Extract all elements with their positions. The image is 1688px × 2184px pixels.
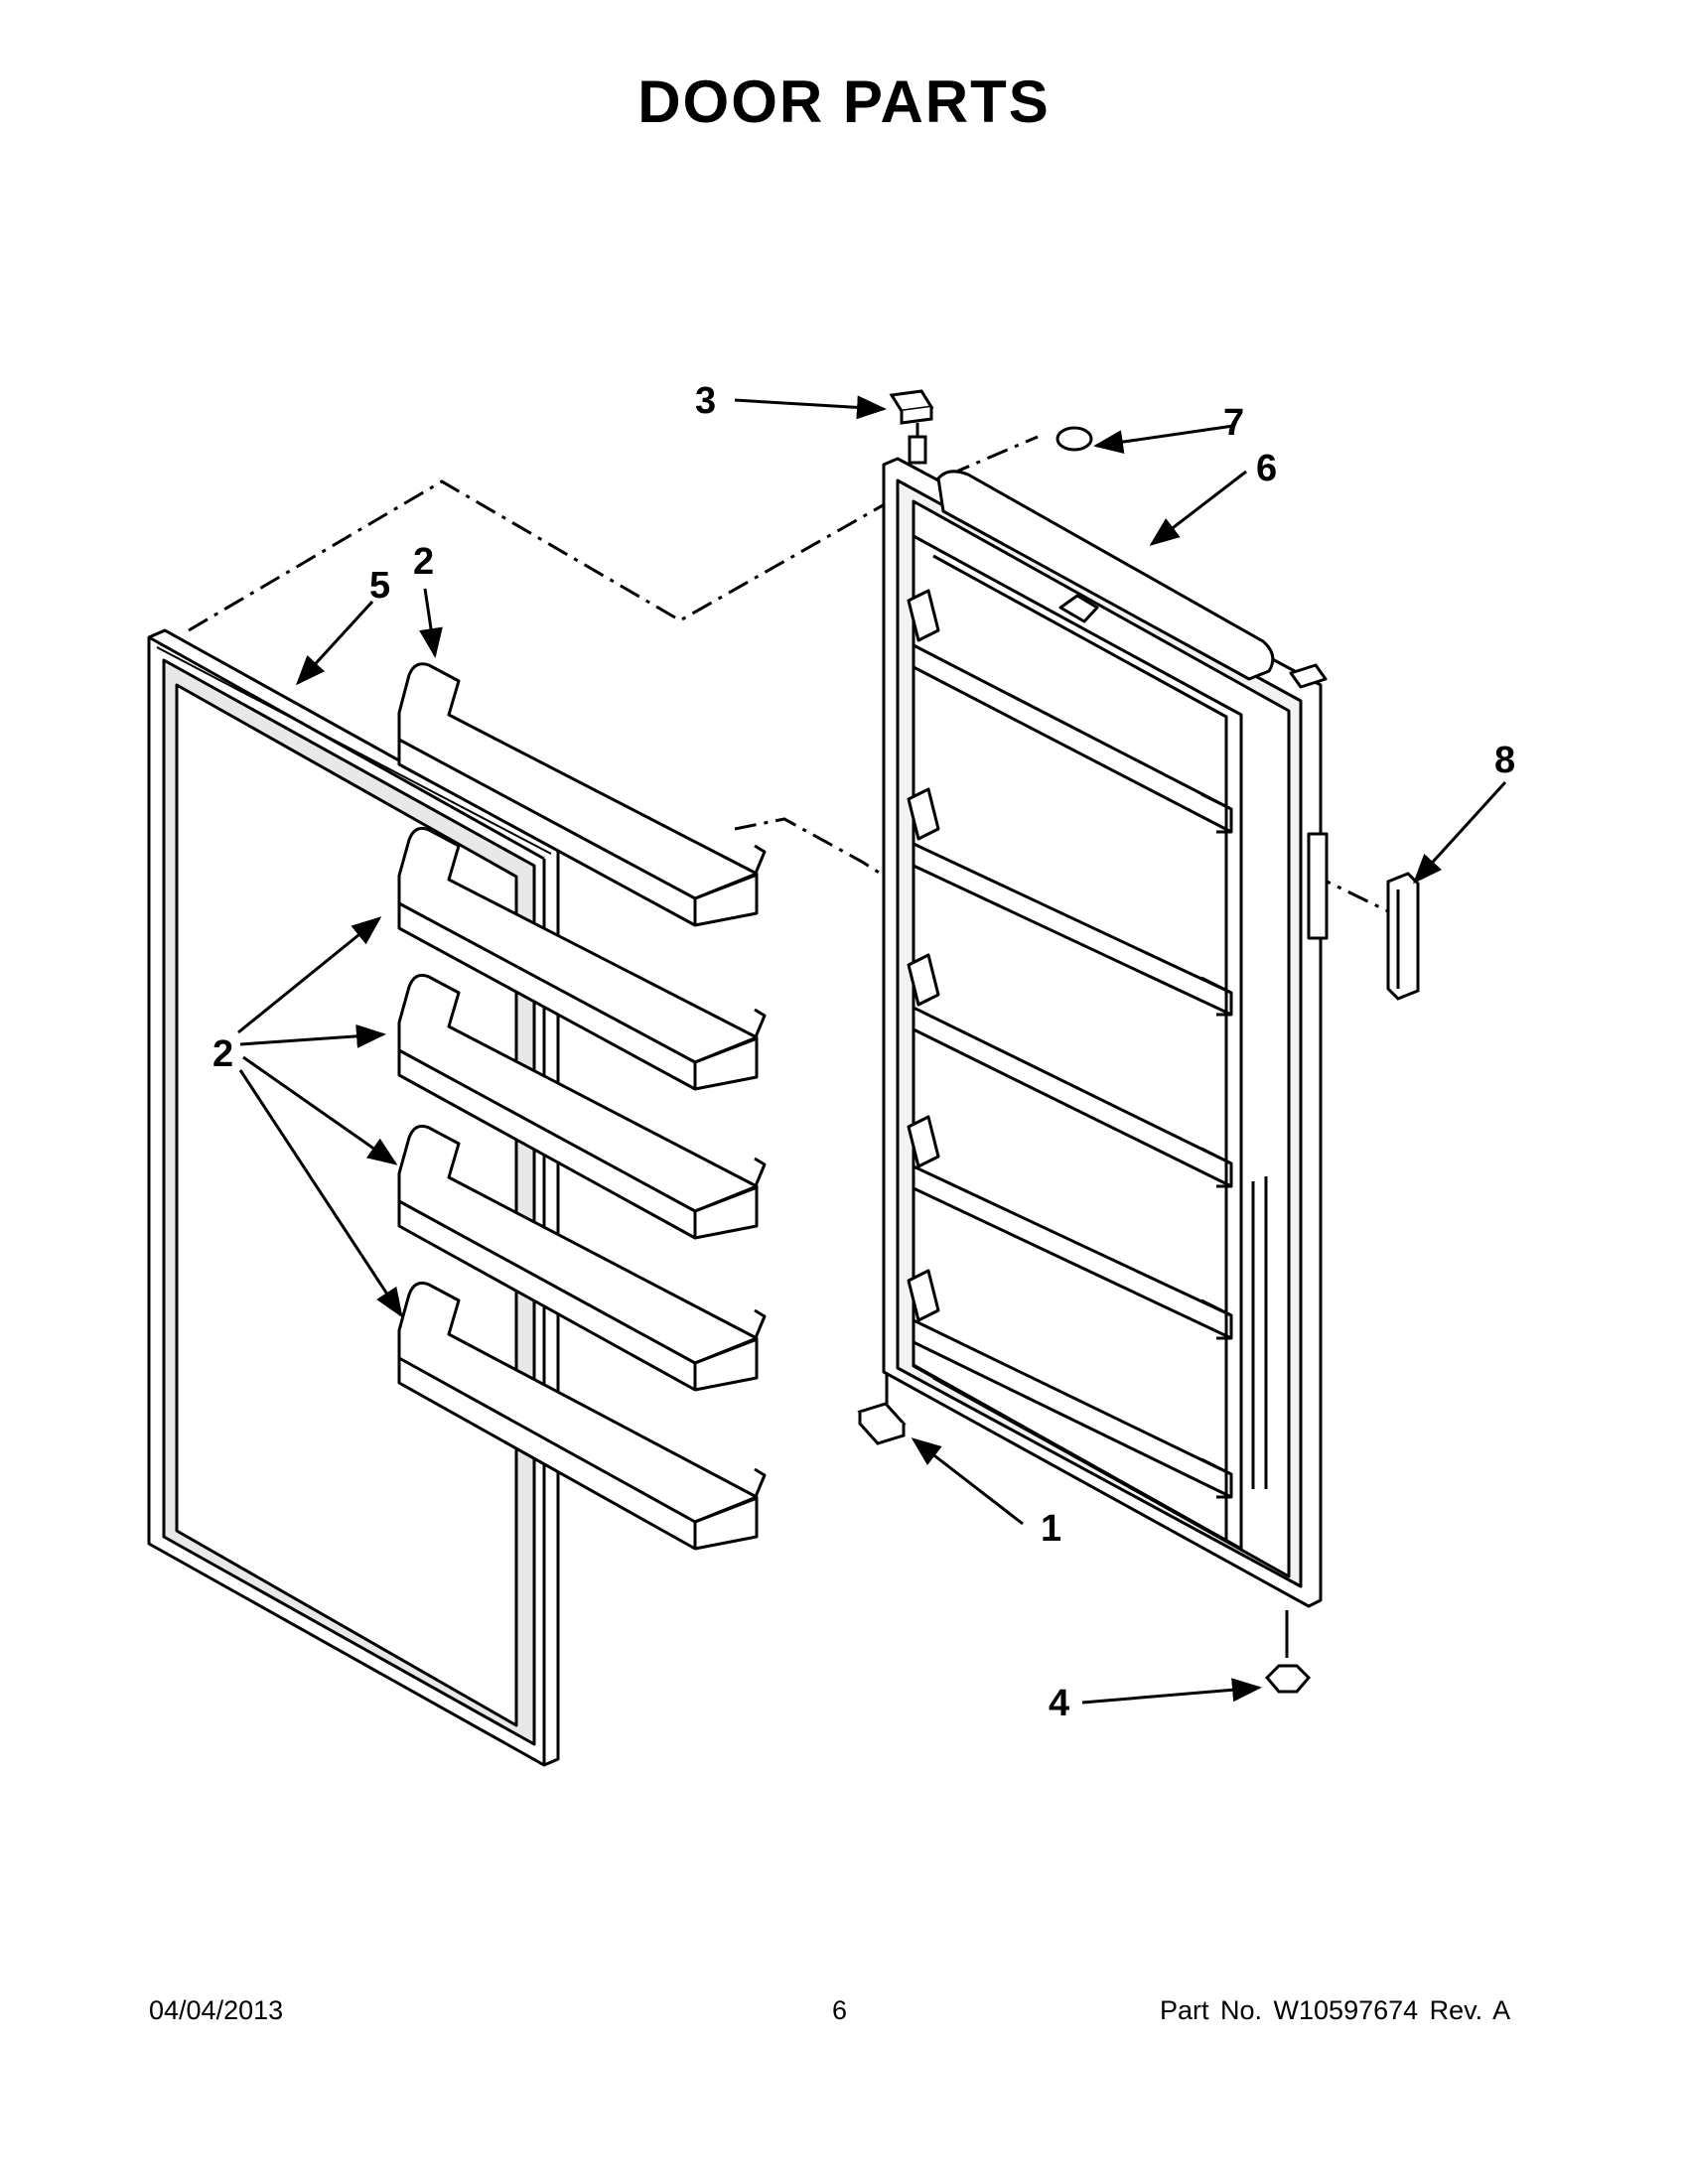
door-bin [397, 826, 767, 1091]
callout-5: 5 [369, 565, 390, 607]
callout-arrows [237, 395, 1507, 1705]
bin-assembly-line [734, 807, 1222, 940]
door-bin [397, 662, 767, 927]
door-assembly [882, 457, 1329, 1608]
callout-2-top: 2 [413, 541, 434, 583]
top-hinge [889, 389, 934, 465]
door-bin [397, 1124, 767, 1392]
callout-8: 8 [1494, 740, 1515, 781]
callout-6: 6 [1256, 448, 1277, 489]
footer-date: 04/04/2013 [149, 1995, 284, 2025]
callout-1: 1 [1041, 1508, 1061, 1550]
door-bin [397, 1281, 767, 1551]
leveling-leg [1264, 1610, 1312, 1694]
door-bin [397, 973, 767, 1240]
door-bins [397, 662, 767, 1551]
callout-7: 7 [1223, 402, 1244, 444]
bottom-hinge [857, 1374, 907, 1445]
callout-4: 4 [1049, 1683, 1069, 1724]
callout-labels: 3 7 6 2 5 8 2 1 4 [212, 380, 1515, 1724]
footer-part-number: Part No. W10597674 Rev. A [1160, 1995, 1511, 2025]
door-handle [1386, 872, 1420, 1001]
callout-3: 3 [695, 380, 716, 422]
callout-2-group: 2 [212, 1033, 233, 1075]
page-title: DOOR PARTS [637, 68, 1051, 135]
plug-button [1055, 426, 1093, 452]
footer-page-number: 6 [832, 1995, 848, 2025]
